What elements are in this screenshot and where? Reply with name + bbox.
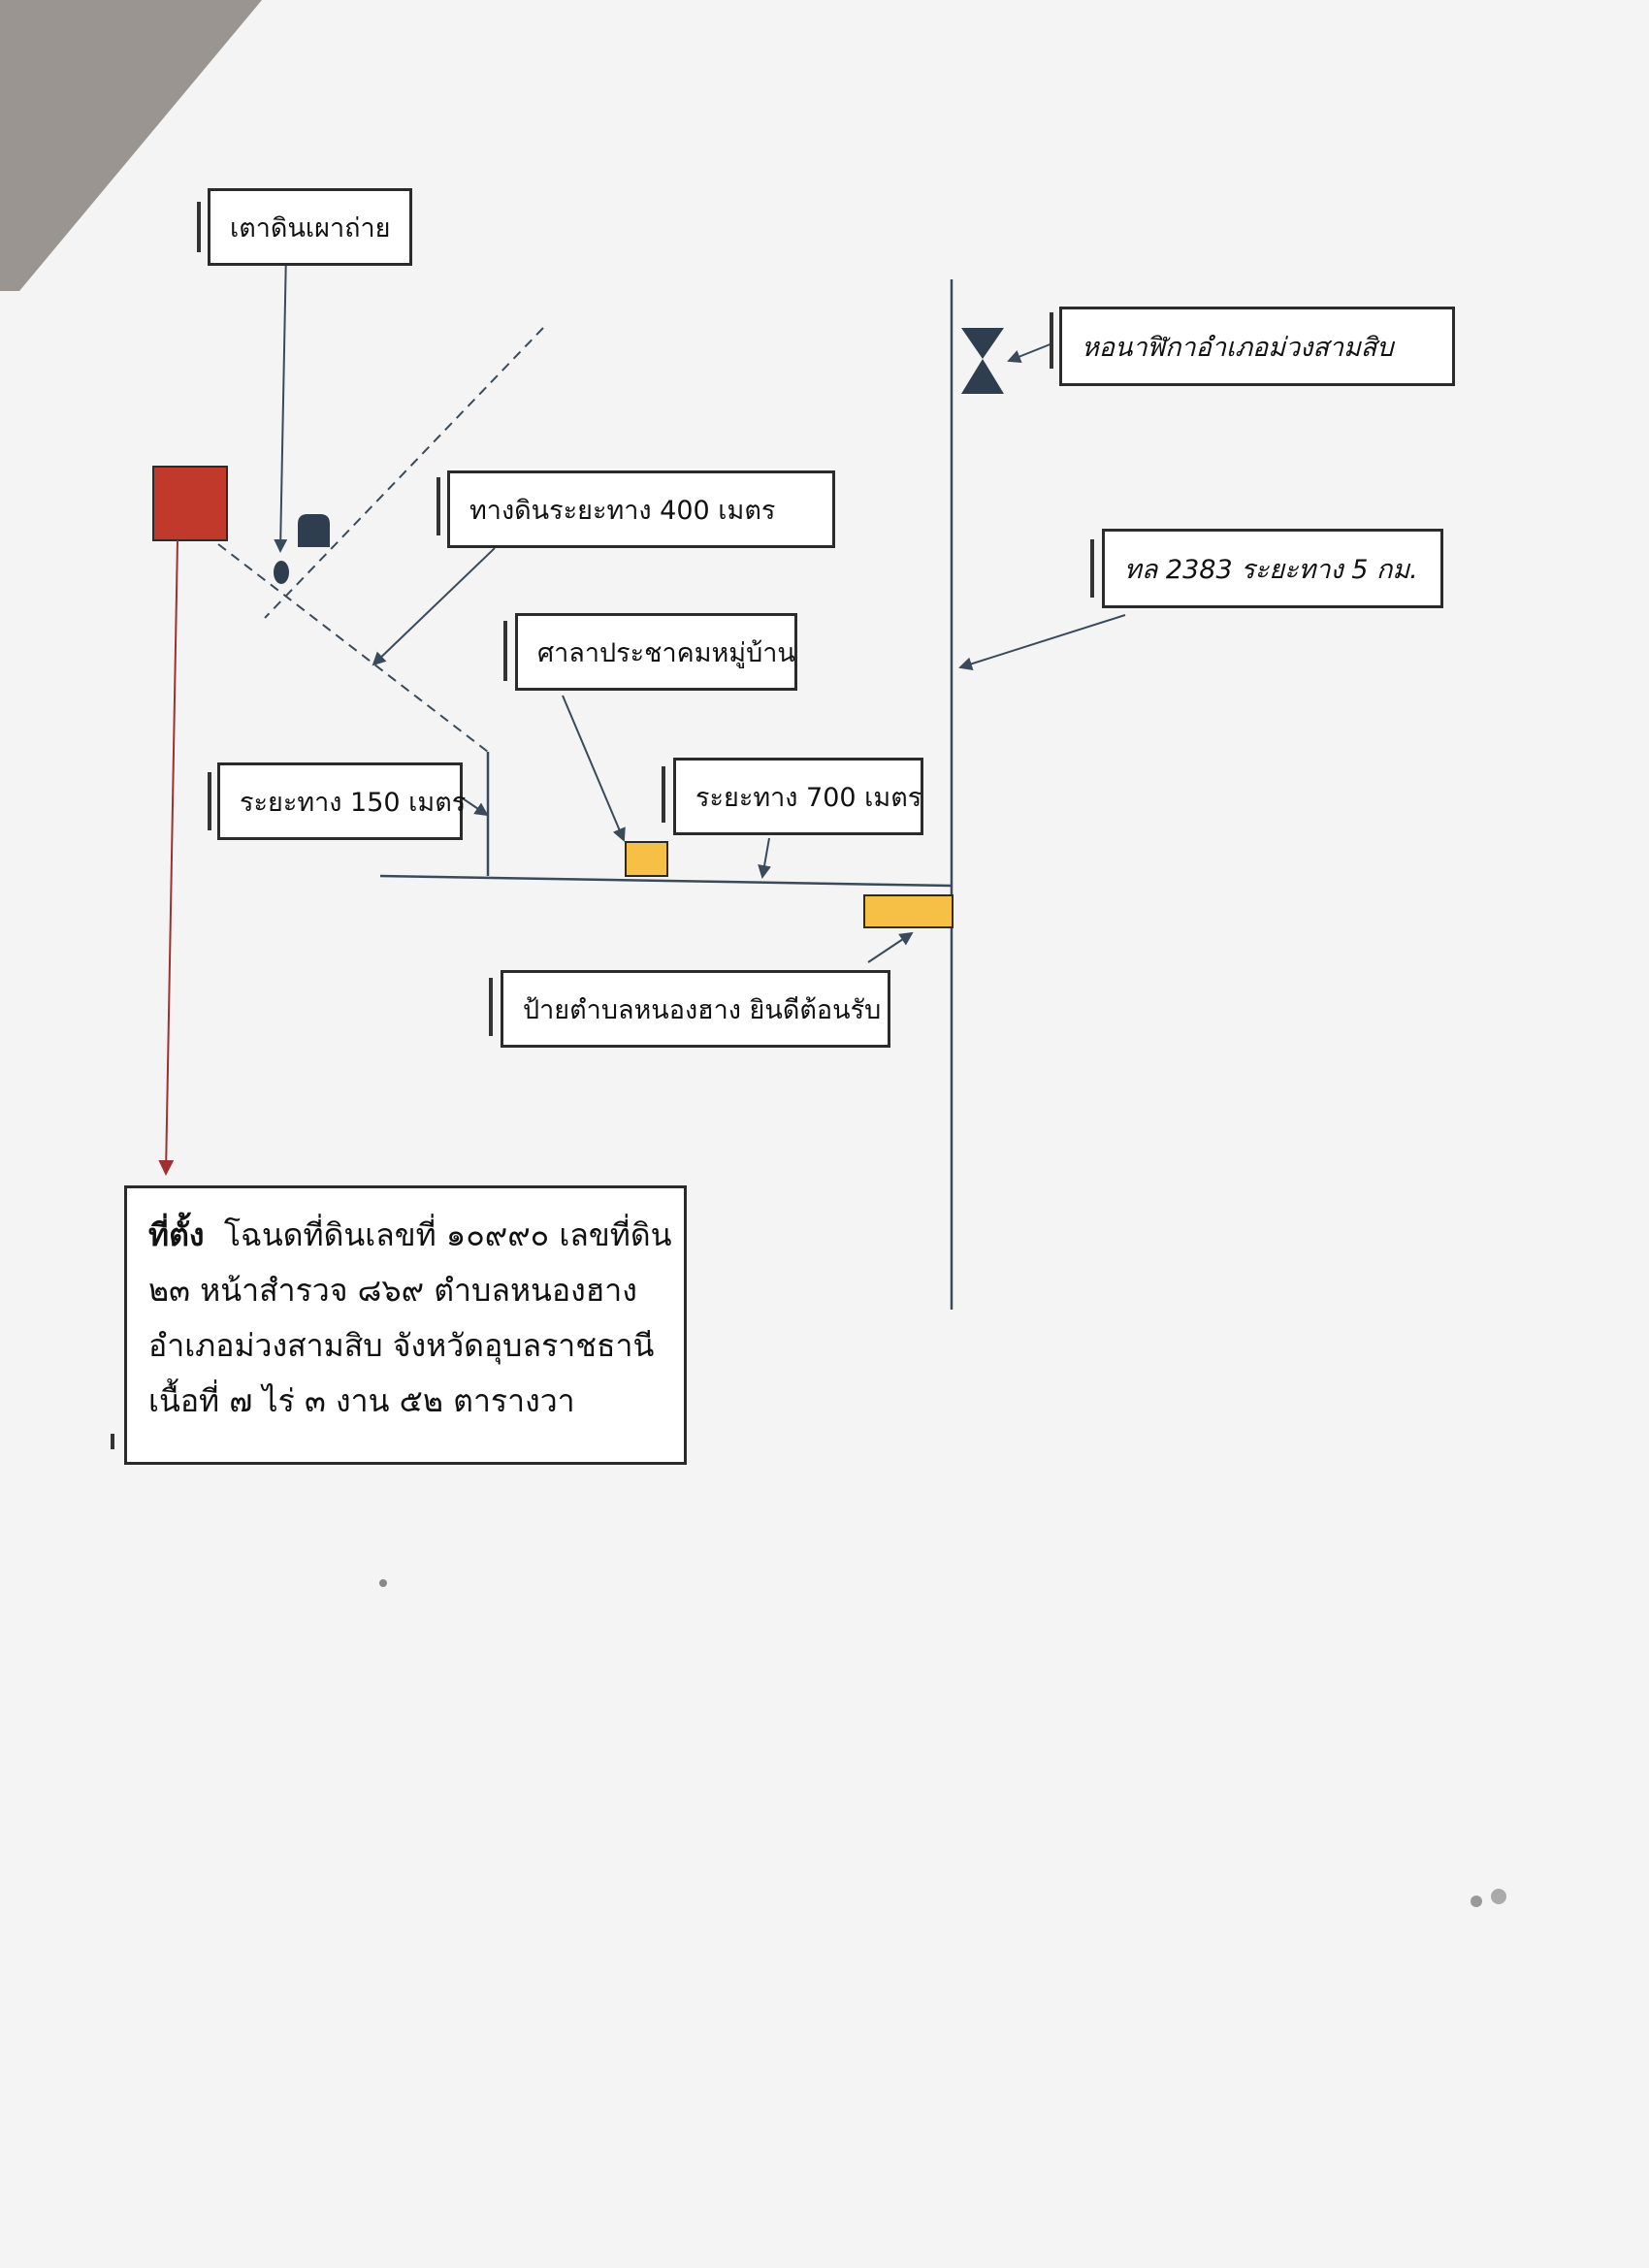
dirt-road-dashed-upper — [264, 327, 544, 619]
location-deed: โฉนดที่ดินเลขที่ ๑๐๙๙๐ เลขที่ดิน — [223, 1216, 672, 1253]
welcome-sign-label: ป้ายตำบลหนองฮาง ยินดีต้อนรับ — [501, 970, 890, 1048]
scan-speck — [1471, 1895, 1482, 1907]
clock-tower-label-tick — [1050, 312, 1053, 369]
site-marker — [152, 466, 228, 541]
dirt-road-dashed-lower — [217, 543, 489, 753]
village-hall-label-tick — [503, 621, 507, 681]
welcome-sign-marker — [863, 894, 954, 928]
clock-tower-icon — [961, 328, 1004, 394]
dist-150-label-tick — [208, 772, 211, 830]
kiln-small-marker — [274, 561, 289, 584]
village-hall-label: ศาลาประชาคมหมู่บ้าน — [515, 613, 797, 691]
location-description: ที่ตั้ง โฉนดที่ดินเลขที่ ๑๐๙๙๐ เลขที่ดิน… — [124, 1185, 687, 1465]
highway-label: ทล 2383 ระยะทาง 5 กม. — [1102, 529, 1443, 608]
kiln-marker — [298, 514, 330, 547]
location-line-1: ที่ตั้ง โฉนดที่ดินเลขที่ ๑๐๙๙๐ เลขที่ดิน — [148, 1208, 672, 1263]
welcome-sign-arrow — [867, 931, 914, 963]
highway-arrow — [958, 614, 1126, 671]
scan-speck — [379, 1579, 387, 1587]
location-line-4: เนื้อที่ ๗ ไร่ ๓ งาน ๕๒ ตารางวา — [148, 1382, 575, 1419]
village-hall-arrow — [562, 695, 626, 842]
scan-speck — [1491, 1889, 1506, 1904]
highway-label-tick — [1090, 539, 1094, 598]
kiln-label: เตาดินเผาถ่าย — [208, 188, 412, 266]
dist-700-label: ระยะทาง 700 เมตร — [673, 758, 923, 835]
folded-corner-shadow — [0, 0, 262, 291]
site-location-arrow — [158, 539, 178, 1176]
welcome-sign-label-tick — [489, 978, 493, 1036]
dist-700-arrow — [758, 837, 771, 879]
dirt-road-arrow — [372, 547, 496, 666]
main-road-line — [379, 874, 953, 888]
dist-700-label-tick — [662, 766, 665, 823]
location-line-2: ๒๓ หน้าสำรวจ ๘๖๙ ตำบลหนองฮาง — [148, 1272, 637, 1309]
dirt-road-label: ทางดินระยะทาง 400 เมตร — [447, 470, 835, 548]
clock-tower-arrow — [1007, 342, 1053, 364]
location-box-tick — [111, 1434, 114, 1449]
kiln-label-tick — [197, 202, 201, 252]
kiln-arrow — [274, 249, 288, 553]
location-heading: ที่ตั้ง — [148, 1216, 205, 1253]
dirt-road-label-tick — [436, 477, 440, 535]
clock-tower-label: หอนาฬิกาอำเภอม่วงสามสิบ — [1059, 307, 1455, 386]
village-hall-marker — [625, 841, 668, 877]
location-line-3: อำเภอม่วงสามสิบ จังหวัดอุบลราชธานี — [148, 1327, 655, 1364]
dist-150-label: ระยะทาง 150 เมตร — [217, 762, 466, 840]
